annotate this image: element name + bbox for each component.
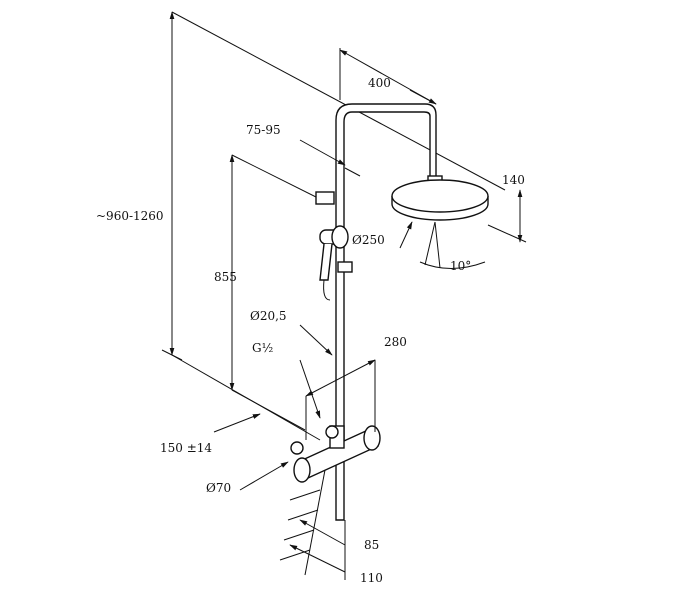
label-wall-distance-1: 85 bbox=[364, 538, 379, 552]
label-mixer-width: 280 bbox=[384, 335, 407, 349]
label-thread: G½ bbox=[252, 341, 273, 355]
hand-shower bbox=[315, 191, 353, 301]
label-head-diameter: Ø250 bbox=[352, 233, 385, 247]
label-wall-distance-2: 110 bbox=[360, 571, 383, 585]
shower-head bbox=[391, 175, 489, 269]
label-pipe-diameter: Ø20,5 bbox=[250, 309, 287, 323]
label-head-height: 140 bbox=[502, 173, 525, 187]
wall-hatching bbox=[279, 469, 326, 576]
dimension-handshower-height bbox=[229, 154, 323, 431]
dimension-lines bbox=[213, 48, 527, 580]
label-total-height: ~960-1260 bbox=[96, 209, 164, 223]
label-inlet-spacing: 150 ±14 bbox=[160, 441, 212, 455]
thermostat-mixer bbox=[290, 425, 381, 520]
label-escutcheon-diameter: Ø70 bbox=[206, 481, 231, 495]
label-handshower-spacing: 75-95 bbox=[246, 123, 281, 137]
label-handshower-height: 855 bbox=[214, 270, 237, 284]
dimension-total-height bbox=[161, 11, 506, 441]
label-head-angle: 10° bbox=[450, 259, 471, 273]
label-arm-length: 400 bbox=[368, 76, 391, 90]
